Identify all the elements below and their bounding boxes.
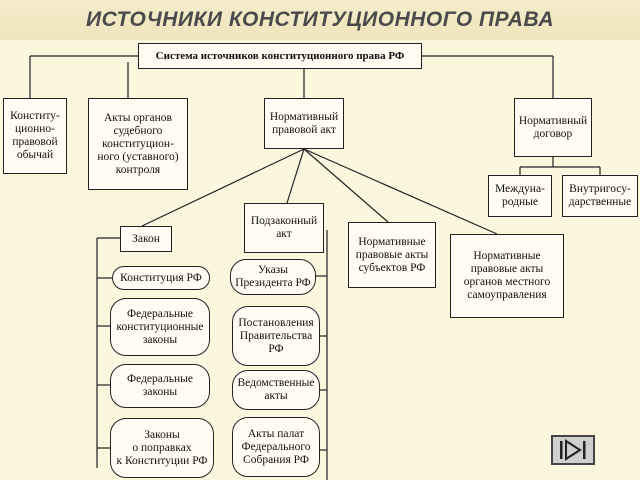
connector-lines bbox=[29, 55, 601, 480]
node-customary-law: Конститу- ционно- правовой обычай bbox=[3, 98, 67, 174]
node-departmental-acts: Ведомственные акты bbox=[232, 370, 320, 410]
node-government-resolutions: Постановления Правительства РФ bbox=[232, 306, 320, 366]
node-normative-act-label: Нормативный правовой акт bbox=[269, 110, 339, 136]
root-label: Система источников конституционного прав… bbox=[155, 49, 405, 62]
node-federal-constitutional-laws-label: Федеральные конституционные законы bbox=[116, 307, 204, 346]
title-bar: ИСТОЧНИКИ КОНСТИТУЦИОННОГО ПРАВА bbox=[0, 0, 640, 40]
skip-to-end-button[interactable] bbox=[551, 435, 595, 465]
node-constitution-label: Конституция РФ bbox=[120, 271, 202, 284]
node-bylaw: Подзаконный акт bbox=[244, 203, 324, 253]
node-subject-acts-label: Нормативные правовые акты субъектов РФ bbox=[355, 235, 429, 274]
node-federal-laws-label: Федеральные законы bbox=[127, 373, 193, 398]
node-domestic-treaties-label: Внутригосу- дарственные bbox=[568, 183, 632, 208]
node-presidential-decrees-label: Указы Президента РФ bbox=[235, 264, 311, 289]
node-federal-assembly-acts-label: Акты палат Федерального Собрания РФ bbox=[241, 427, 311, 466]
node-departmental-acts-label: Ведомственные акты bbox=[237, 377, 315, 402]
node-normative-act: Нормативный правовой акт bbox=[264, 98, 344, 149]
skip-to-end-icon bbox=[560, 439, 586, 461]
slide-title: ИСТОЧНИКИ КОНСТИТУЦИОННОГО ПРАВА bbox=[85, 8, 555, 31]
node-federal-laws: Федеральные законы bbox=[110, 364, 210, 408]
root-node: Система источников конституционного прав… bbox=[138, 43, 422, 69]
node-municipal-acts: Нормативные правовые акты органов местно… bbox=[450, 234, 564, 318]
node-constitution: Конституция РФ bbox=[112, 266, 210, 290]
node-municipal-acts-label: Нормативные правовые акты органов местно… bbox=[463, 250, 551, 301]
node-normative-treaty-label: Нормативный договор bbox=[518, 114, 588, 140]
node-customary-law-label: Конститу- ционно- правовой обычай bbox=[10, 110, 60, 161]
node-federal-assembly-acts: Акты палат Федерального Собрания РФ bbox=[232, 417, 320, 477]
node-law-label: Закон bbox=[132, 232, 160, 245]
node-judicial-acts-label: Акты органов судебного конституцион- ног… bbox=[97, 111, 179, 176]
node-federal-constitutional-laws: Федеральные конституционные законы bbox=[110, 298, 210, 356]
node-international-treaties-label: Междуна- родные bbox=[495, 183, 545, 208]
node-amendment-laws-label: Законы о поправках к Конституции РФ bbox=[116, 428, 208, 467]
node-international-treaties: Междуна- родные bbox=[488, 175, 552, 217]
node-domestic-treaties: Внутригосу- дарственные bbox=[562, 175, 638, 217]
node-judicial-acts: Акты органов судебного конституцион- ног… bbox=[88, 98, 188, 190]
node-government-resolutions-label: Постановления Правительства РФ bbox=[238, 316, 314, 355]
diagram: Система источников конституционного прав… bbox=[0, 40, 640, 480]
node-bylaw-label: Подзаконный акт bbox=[250, 215, 318, 240]
node-normative-treaty: Нормативный договор bbox=[514, 98, 592, 157]
node-subject-acts: Нормативные правовые акты субъектов РФ bbox=[348, 222, 436, 288]
node-presidential-decrees: Указы Президента РФ bbox=[230, 259, 316, 295]
node-law: Закон bbox=[120, 226, 172, 252]
node-amendment-laws: Законы о поправках к Конституции РФ bbox=[110, 418, 214, 478]
